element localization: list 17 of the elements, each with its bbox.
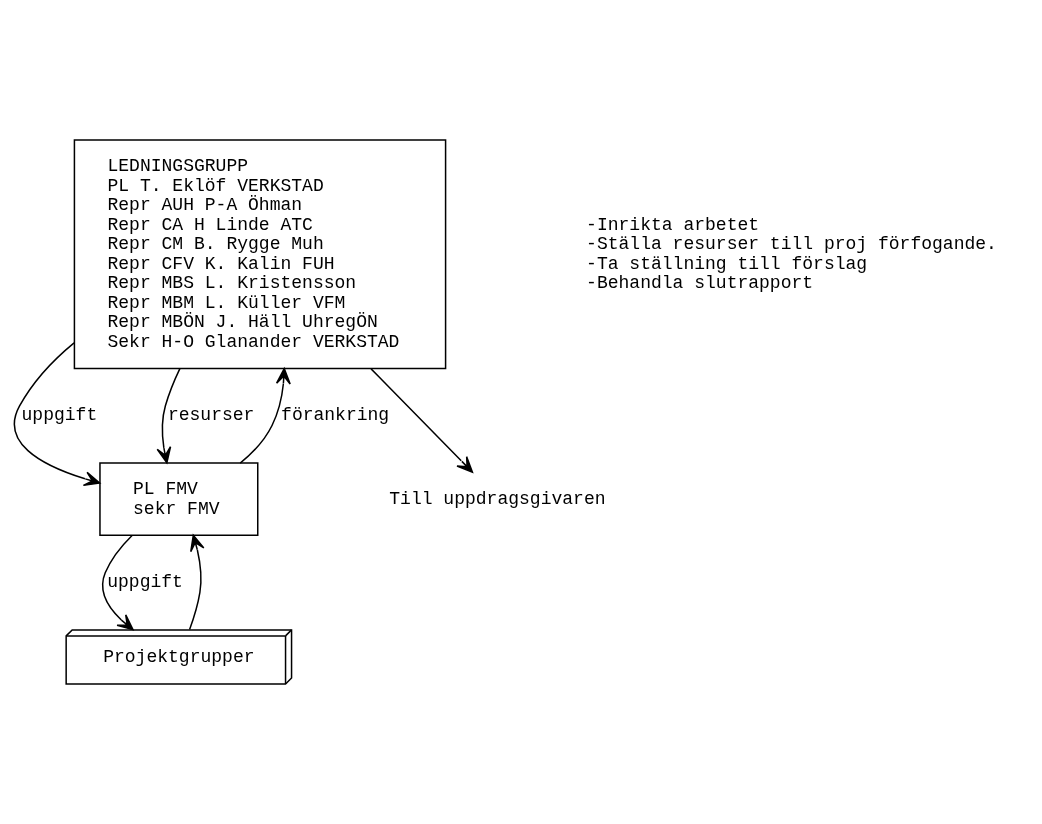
node-box: LEDNINGSGRUPP PL T. Eklöf VERKSTAD Repr AUH P-A Öhman Repr CA H Linde ATC Repr CM B. Rygge Muh Repr CFV K. Kalin FUH Repr MBS L. Kristensson Repr MBM L. Küller VFM Repr MBÖN J. Häll UhregÖN Sekr H-O Glanander VERKSTAD (73, 139, 447, 370)
node-text: Till uppdragsgivaren (389, 488, 606, 509)
edge-label: förankring (281, 405, 390, 426)
arrow (156, 367, 181, 464)
edge-label: resurser (167, 405, 255, 426)
arrow (239, 367, 291, 464)
label: -Ta ställning till förslag (586, 253, 868, 274)
label: -Behandla slutrapport (586, 273, 814, 294)
arrow (188, 534, 205, 631)
arrow (13, 342, 101, 487)
label: -Inrikta arbetet (586, 214, 760, 235)
label: -Ställa resurser till proj förfogande. (586, 234, 997, 255)
node-box: PL FMV sekr FMV (99, 462, 259, 536)
arrow (370, 368, 474, 473)
arrow (101, 534, 134, 631)
edge-label: uppgift (107, 572, 183, 593)
edge-label: uppgift (21, 405, 98, 426)
